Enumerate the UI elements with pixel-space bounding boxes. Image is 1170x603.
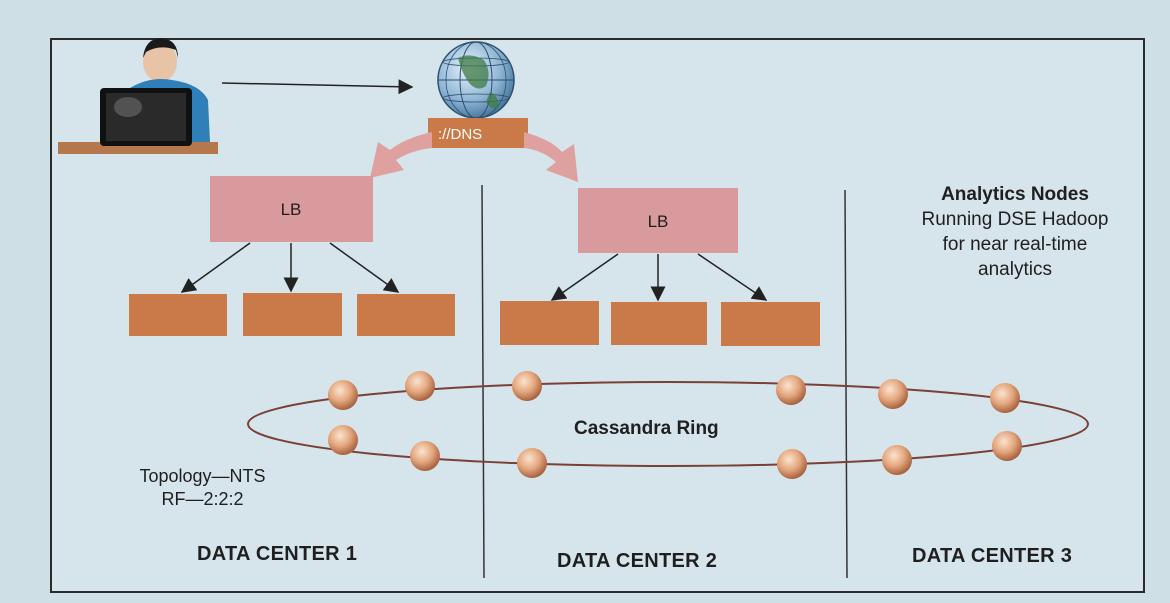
server-dc1-2 bbox=[243, 293, 342, 336]
ring-node bbox=[777, 449, 807, 479]
ring-node bbox=[405, 371, 435, 401]
topology-note: Topology—NTS RF—2:2:2 bbox=[100, 465, 305, 511]
topology-line-2: RF—2:2:2 bbox=[100, 488, 305, 511]
ring-node bbox=[328, 380, 358, 410]
topology-line-1: Topology—NTS bbox=[100, 465, 305, 488]
data-center-2-label: DATA CENTER 2 bbox=[557, 550, 717, 573]
lb-label-dc2: LB bbox=[598, 212, 718, 232]
globe-icon bbox=[438, 42, 514, 118]
ring-node bbox=[410, 441, 440, 471]
user-to-dns-arrow bbox=[222, 83, 412, 87]
lb1-arrow-right bbox=[330, 243, 398, 292]
lb-label-dc1: LB bbox=[231, 200, 351, 220]
dns-arrow-right bbox=[524, 132, 578, 182]
server-dc2-3 bbox=[721, 302, 820, 346]
divider-dc2-dc3 bbox=[845, 190, 847, 578]
dns-label: ://DNS bbox=[438, 126, 482, 143]
analytics-nodes-note: Analytics Nodes Running DSE Hadoop for n… bbox=[880, 182, 1150, 282]
ring-node bbox=[328, 425, 358, 455]
analytics-line-1: Running DSE Hadoop bbox=[880, 207, 1150, 232]
ring-node bbox=[512, 371, 542, 401]
analytics-line-2: for near real-time bbox=[880, 232, 1150, 257]
ring-node bbox=[992, 431, 1022, 461]
ring-node bbox=[517, 448, 547, 478]
lb2-arrow-left bbox=[552, 254, 618, 300]
server-dc1-3 bbox=[357, 294, 455, 336]
divider-dc1-dc2 bbox=[482, 185, 484, 578]
ring-node bbox=[878, 379, 908, 409]
lb1-arrow-left bbox=[182, 243, 250, 292]
ring-node bbox=[776, 375, 806, 405]
user-at-computer-icon bbox=[58, 38, 218, 154]
data-center-1-label: DATA CENTER 1 bbox=[197, 543, 357, 566]
cassandra-ring-label: Cassandra Ring bbox=[574, 418, 719, 440]
server-dc1-1 bbox=[129, 294, 227, 336]
analytics-line-3: analytics bbox=[880, 257, 1150, 282]
analytics-title: Analytics Nodes bbox=[880, 182, 1150, 207]
ring-node bbox=[990, 383, 1020, 413]
server-dc2-1 bbox=[500, 301, 599, 345]
lb2-arrow-right bbox=[698, 254, 766, 300]
dns-arrow-left bbox=[370, 132, 432, 178]
data-center-3-label: DATA CENTER 3 bbox=[912, 545, 1072, 568]
server-dc2-2 bbox=[611, 302, 707, 345]
ring-node bbox=[882, 445, 912, 475]
